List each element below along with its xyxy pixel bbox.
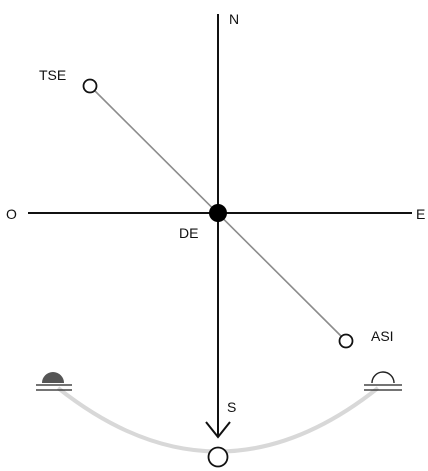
outline-dome-icon — [364, 371, 402, 391]
label-north: N — [229, 11, 239, 27]
label-asi: ASI — [371, 328, 394, 344]
bottom-circle-icon — [207, 446, 229, 468]
label-center: DE — [179, 225, 198, 241]
label-tse: TSE — [39, 67, 66, 83]
south-arrow-icon — [205, 421, 231, 439]
asi-circle-icon — [338, 333, 354, 349]
tse-circle-icon — [82, 78, 98, 94]
label-east: E — [416, 206, 425, 222]
label-west: O — [6, 206, 17, 222]
filled-dome-icon — [36, 372, 72, 391]
center-dot — [209, 204, 227, 222]
label-south: S — [227, 399, 236, 415]
